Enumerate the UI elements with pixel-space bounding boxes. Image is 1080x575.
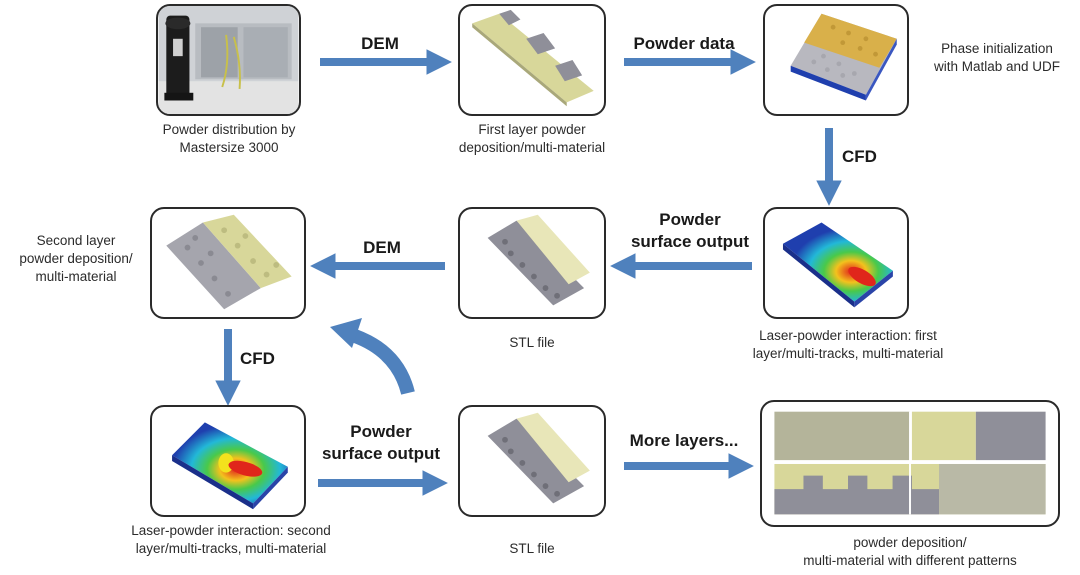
node-laser-second xyxy=(150,405,306,517)
stl-bottom-render xyxy=(487,412,590,504)
node-laser-first xyxy=(763,207,909,319)
label-more-layers: More layers... xyxy=(629,431,739,450)
label-powder-surface-output-2: Powder surface output xyxy=(321,422,441,463)
label-powder-surface-output-1: Powder surface output xyxy=(630,210,750,251)
caption-powder-distribution: Powder distribution by Mastersize 3000 xyxy=(162,122,296,155)
node-stl-top xyxy=(458,207,606,319)
node-first-layer xyxy=(458,4,606,116)
phase-init-render xyxy=(790,13,897,101)
label-cfd-1: CFD xyxy=(842,147,877,166)
label-powder-data: Powder data xyxy=(633,34,735,53)
laser-first-render xyxy=(782,222,893,308)
second-layer-render xyxy=(166,214,292,310)
caption-first-layer: First layer powder deposition/multi-mate… xyxy=(458,122,606,155)
laser-second-render xyxy=(172,422,288,510)
caption-laser-first: Laser-powder interaction: first layer/mu… xyxy=(752,328,944,361)
node-patterns xyxy=(760,400,1060,527)
caption-laser-second: Laser-powder interaction: second layer/m… xyxy=(131,523,331,556)
label-dem-1: DEM xyxy=(361,34,399,53)
label-dem-2: DEM xyxy=(363,238,401,257)
node-stl-bottom xyxy=(458,405,606,517)
label-cfd-2: CFD xyxy=(240,349,275,368)
stl-top-render xyxy=(487,214,590,306)
instrument-photo xyxy=(158,6,299,114)
first-layer-render xyxy=(472,9,594,107)
node-second-layer xyxy=(150,207,306,319)
node-powder-distribution xyxy=(156,4,301,116)
node-phase-init xyxy=(763,4,909,116)
caption-second-layer: Second layer powder deposition/ multi-ma… xyxy=(19,233,133,284)
caption-phase-init: Phase initialization with Matlab and UDF xyxy=(933,41,1061,74)
caption-stl-top: STL file xyxy=(509,335,555,350)
caption-stl-bottom: STL file xyxy=(509,541,555,556)
patterns-render xyxy=(774,411,1046,515)
arrow-loop-back xyxy=(330,318,415,395)
caption-patterns: powder deposition/ multi-material with d… xyxy=(803,535,1017,568)
